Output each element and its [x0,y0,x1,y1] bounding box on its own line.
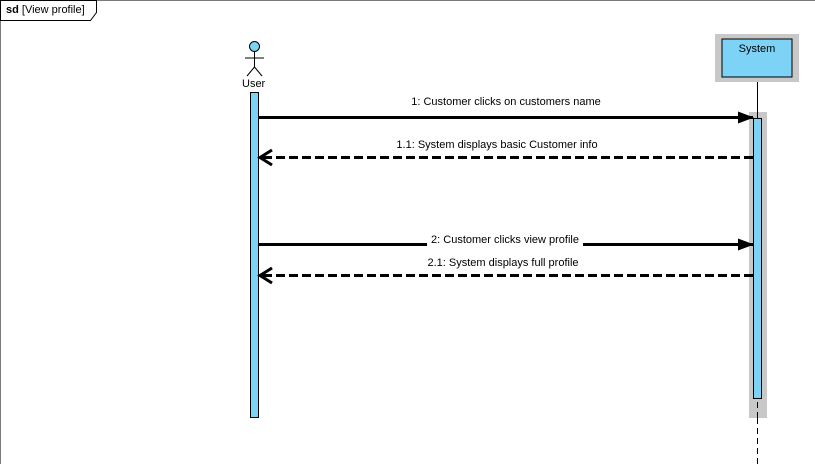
message-1-1-label: 1.1: System displays basic Customer info [396,139,598,151]
frame-tag-outline [0,0,97,21]
user-actor-icon[interactable] [245,41,264,77]
message-2-label: 2: Customer clicks view profile [427,234,583,247]
message-2-1-arrowhead [257,266,273,285]
message-1-label: 1: Customer clicks on customers name [411,96,601,108]
frame-name: [View profile] [21,4,85,16]
user-activation-bar[interactable] [250,92,259,418]
message-2-1-label: 2.1: System displays full profile [427,257,579,269]
user-actor-label: User [242,78,266,90]
system-head[interactable] [721,38,793,78]
system-head-label: System [738,43,776,55]
frame-tag: sd [View profile] [1,1,93,20]
system-activation-bar[interactable] [753,118,762,399]
message-1-1-arrowhead [257,148,273,167]
frame-keyword: sd [6,4,19,16]
